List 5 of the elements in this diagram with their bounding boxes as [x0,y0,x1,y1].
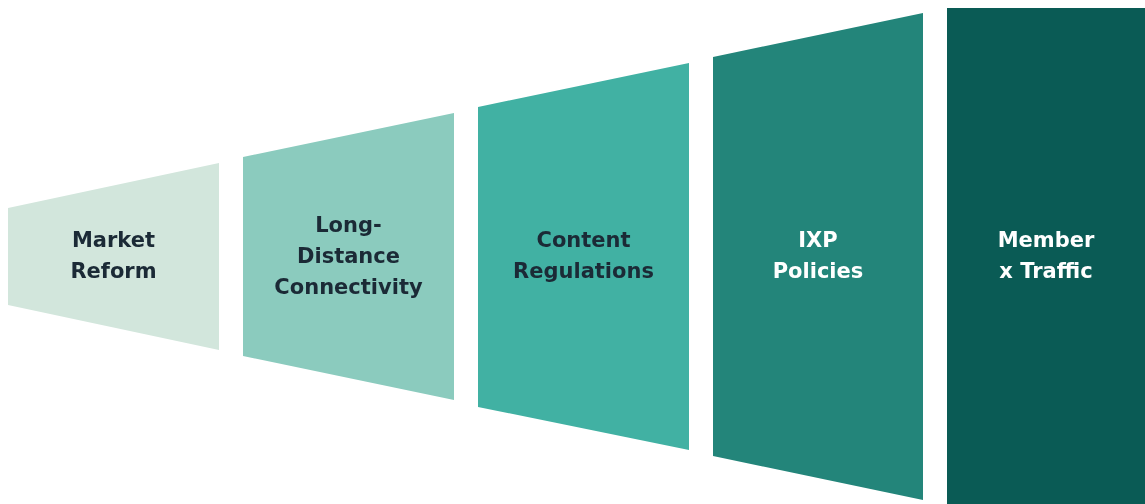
segment-label: Content Regulations [512,227,655,285]
segment-label: Member x Traffic [996,227,1096,285]
segment-label: Market Reform [69,227,158,285]
segment-label: Long-Distance Connectivity [273,211,424,301]
segment-label: IXP Policies [771,227,865,285]
